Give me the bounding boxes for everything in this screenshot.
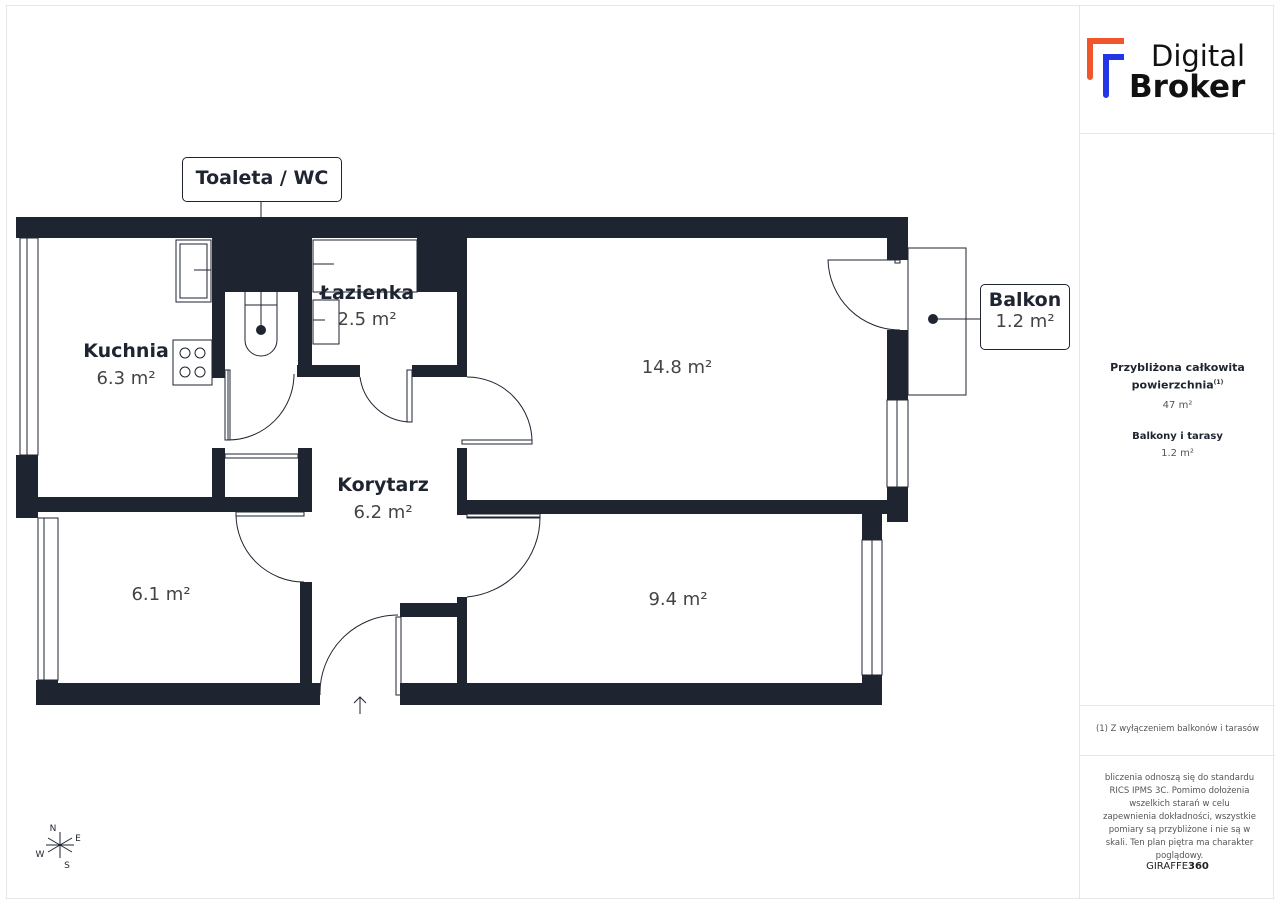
balconies-value: 1.2 m²	[1161, 448, 1194, 459]
fixtures	[19, 200, 980, 714]
floor-plan	[16, 200, 980, 858]
giraffe-brand: GIRAFFE360	[1080, 861, 1275, 872]
walls	[16, 217, 908, 705]
brand-b: 360	[1188, 861, 1209, 872]
footnote-mark: (1)	[1213, 379, 1224, 386]
balcony-door	[827, 259, 901, 331]
kitchen-window	[19, 237, 39, 456]
stove-icon	[172, 339, 213, 386]
info-panel: Digital Broker Przybliżona całkowita pow…	[1079, 5, 1275, 899]
door-bedroom	[466, 516, 541, 598]
door-small-bedroom	[235, 513, 305, 583]
compass-n: N	[49, 824, 57, 834]
door-bathroom	[359, 376, 413, 423]
compass-s: S	[64, 861, 70, 871]
divider	[1080, 755, 1275, 756]
corridor-label: Korytarz	[337, 474, 429, 496]
toilet-callout: Toaleta / WC	[182, 157, 342, 202]
bathroom-label: Łazienka	[319, 282, 415, 304]
door-wc	[227, 370, 295, 441]
corridor-area: 6.2 m²	[353, 502, 413, 523]
kitchen-area: 6.3 m²	[96, 368, 156, 389]
small-bedroom-area: 6.1 m²	[131, 584, 191, 605]
total-label-2: powierzchnia	[1131, 378, 1214, 392]
toilet-label: Toaleta / WC	[195, 167, 329, 189]
balcony-outline	[907, 247, 967, 396]
divider	[1080, 705, 1275, 706]
total-value: 47 m²	[1162, 400, 1193, 411]
footnote: (1) Z wyłączeniem balkonów i tarasów	[1095, 724, 1260, 734]
bedroom-area: 9.4 m²	[648, 589, 708, 610]
bedroom-window	[37, 517, 59, 681]
living-area: 14.8 m²	[641, 357, 713, 378]
door-living	[462, 376, 533, 445]
kitchen-label: Kuchnia	[83, 340, 169, 362]
compass-icon	[46, 832, 74, 858]
toilet-bowl	[244, 292, 278, 357]
balconies-label: Balkony i tarasy	[1132, 431, 1223, 442]
washbasin	[312, 299, 340, 345]
bathroom-area: 2.5 m²	[337, 309, 397, 330]
balcony-label: Balkon	[988, 289, 1062, 311]
total-label: Przybliżona całkowita powierzchnia(1)	[1080, 360, 1275, 393]
logo-line1: Digital	[1151, 39, 1246, 73]
logo: Digital Broker	[1084, 35, 1274, 105]
disclaimer: bliczenia odnoszą się do standardu RICS …	[1102, 773, 1257, 861]
balcony-area: 1.2 m²	[995, 311, 1055, 332]
compass-w: W	[35, 850, 45, 860]
bathtub	[312, 239, 418, 293]
page-frame	[6, 5, 1274, 899]
brand-a: GIRAFFE	[1146, 861, 1189, 872]
total-label-1: Przybliżona całkowita	[1110, 361, 1245, 374]
divider	[1080, 133, 1275, 134]
compass-e: E	[75, 834, 81, 844]
entrance-door	[319, 614, 399, 696]
logo-line2: Broker	[1129, 69, 1246, 105]
balcony-callout: Balkon 1.2 m²	[980, 284, 1070, 350]
kitchen-sink	[175, 239, 212, 303]
entrance-arrow-icon	[353, 696, 367, 714]
